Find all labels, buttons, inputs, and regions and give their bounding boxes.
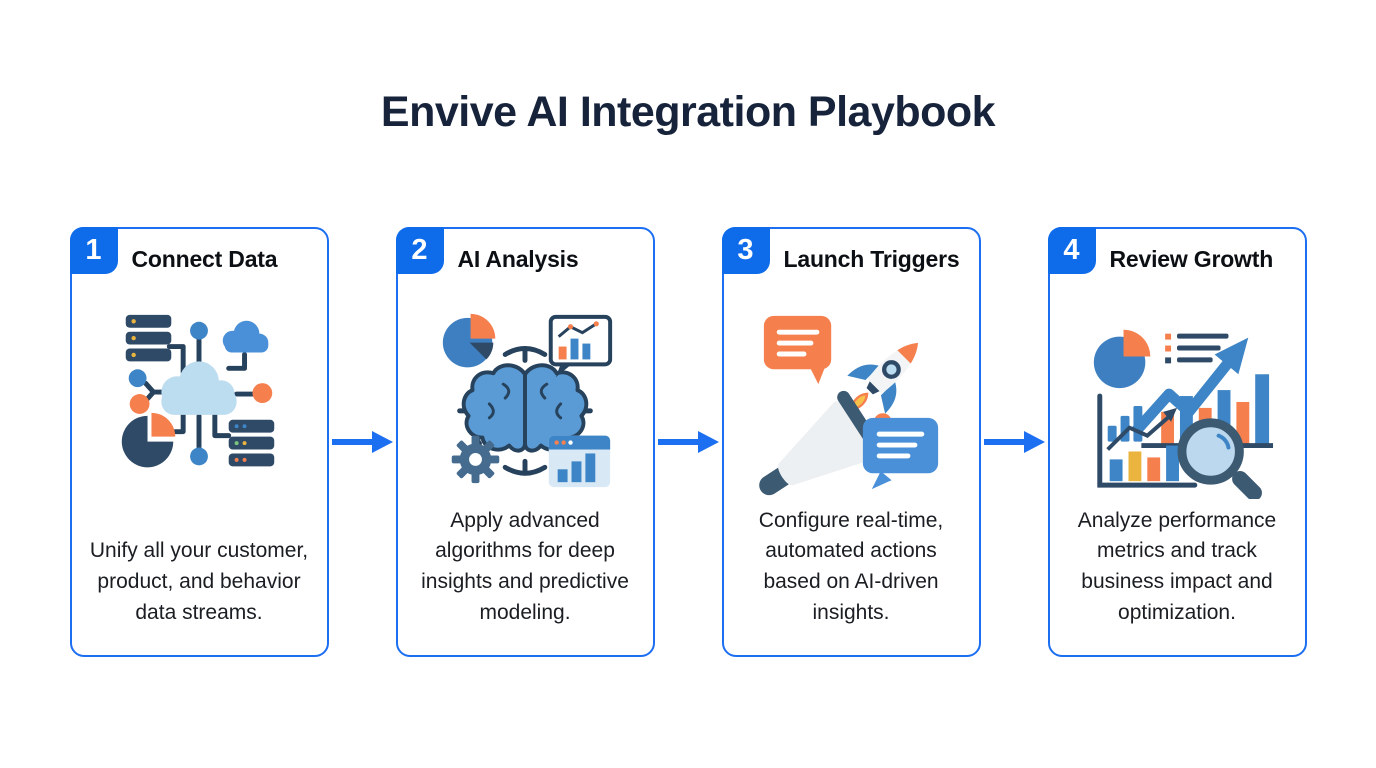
card-header: Review Growth: [1050, 229, 1305, 283]
step-description: Analyze performance metrics and track bu…: [1077, 508, 1277, 625]
step-card-review-growth: 4 Review Growth: [1047, 227, 1307, 657]
speech-bubble-blue: [862, 417, 939, 490]
chart-bubble: [548, 314, 613, 378]
card-header: AI Analysis: [398, 229, 653, 283]
step-card-launch-triggers: 3 Launch Triggers: [721, 227, 981, 657]
arrow-right-icon: [658, 431, 719, 453]
step-number-badge: 4: [1047, 227, 1096, 274]
step-card-connect-data: 1 Connect Data: [69, 227, 329, 657]
mini-bars-blue: [1107, 405, 1143, 442]
list-icon: [1165, 333, 1229, 364]
step-title: Connect Data: [131, 245, 278, 272]
bottom-chart: [1097, 393, 1198, 488]
magnifier: [1177, 418, 1262, 499]
launch-megaphone-rocket-icon: [759, 315, 939, 496]
rocket: [847, 342, 919, 414]
step-title: AI Analysis: [457, 245, 579, 272]
growth-analytics-icon: [1093, 329, 1274, 499]
gear: [451, 435, 500, 484]
ai-brain-icon: [442, 313, 613, 488]
step-title: Review Growth: [1109, 245, 1274, 272]
dashboard-window: [548, 435, 611, 488]
step-number-badge: 1: [69, 227, 118, 274]
data-hub-icon: [121, 314, 275, 468]
trend-arrow-up: [1131, 337, 1249, 436]
cloud-center: [161, 361, 237, 415]
pie-chart-small: [121, 412, 176, 468]
pie-chart-small: [442, 313, 496, 368]
brain: [461, 363, 589, 453]
card-header: Connect Data: [72, 229, 327, 283]
card-header: Launch Triggers: [724, 229, 979, 283]
arrow-right-icon: [332, 431, 393, 453]
steps-flow: 1 Connect Data: [69, 227, 1307, 657]
pie-chart-small: [1093, 329, 1151, 389]
cloud-small: [222, 320, 269, 353]
step-description: Unify all your customer, product, and be…: [89, 539, 309, 625]
step-title: Launch Triggers: [783, 245, 960, 272]
server-stack-top: [125, 314, 172, 362]
arrow-right-icon: [984, 431, 1045, 453]
step-description: Configure real-time, automated actions b…: [758, 508, 944, 625]
speech-bubble-orange: [763, 315, 832, 385]
step-number-badge: 3: [721, 227, 770, 274]
server-stack-bottom: [228, 419, 275, 467]
step-description: Apply advanced algorithms for deep insig…: [421, 508, 629, 625]
page-title: Envive AI Integration Playbook: [380, 88, 996, 136]
step-number-badge: 2: [395, 227, 444, 274]
step-card-ai-analysis: 2 AI Analysis: [395, 227, 655, 657]
